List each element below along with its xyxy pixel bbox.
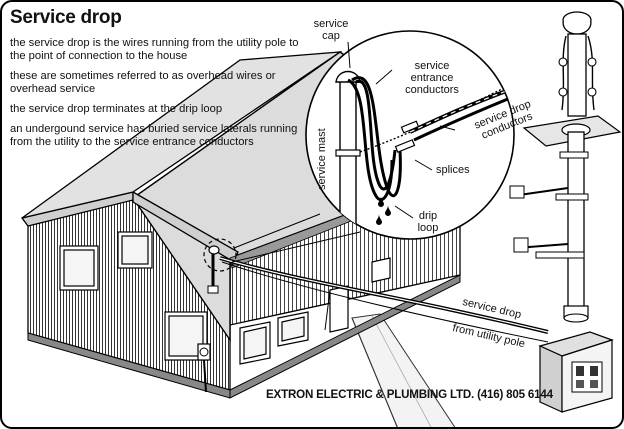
house-door xyxy=(329,285,349,333)
label-leaders xyxy=(347,41,456,219)
detail-circle xyxy=(305,30,515,240)
description-underground: an undergound service has buried service… xyxy=(10,123,298,148)
description-drip-loop: the service drop terminates at the drip … xyxy=(10,103,223,115)
description-service-drop: the service drop is the wires running fr… xyxy=(10,37,299,62)
description-overhead: these are sometimes referred to as overh… xyxy=(10,70,276,95)
roof-mast xyxy=(207,245,220,294)
label-service-cap: service cap xyxy=(313,18,349,42)
house-meter xyxy=(197,343,211,393)
label-splices: splices xyxy=(436,164,470,176)
label-service-entrance-conductors: service entrance conductors xyxy=(405,60,459,96)
label-service-mast: service mast xyxy=(316,128,328,190)
ground-path xyxy=(351,313,457,429)
meter-base xyxy=(538,331,614,413)
description-list: the service drop is the wires running fr… xyxy=(10,37,310,156)
callout-marker xyxy=(203,238,237,272)
mast-assembly xyxy=(509,11,622,323)
diagram-title: Service drop xyxy=(10,7,122,28)
label-drip-loop: drip loop xyxy=(417,210,439,234)
house-windows xyxy=(59,231,391,365)
company-footer: EXTRON ELECTRIC & PLUMBING LTD. (416) 80… xyxy=(266,388,553,401)
